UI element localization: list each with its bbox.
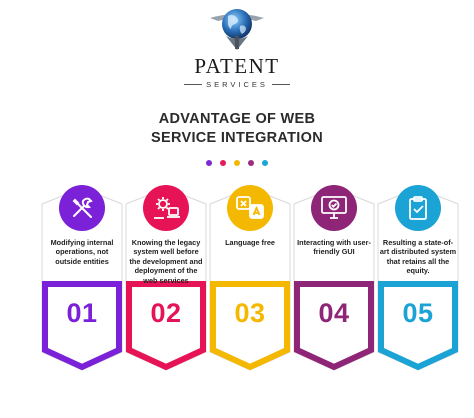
decor-dot xyxy=(262,160,268,166)
card-number-frame xyxy=(42,281,122,371)
brand-name: PATENT xyxy=(194,54,280,78)
card-description: Language free xyxy=(225,238,275,247)
card-number-frame xyxy=(378,281,458,371)
tools-icon xyxy=(59,185,105,231)
brand-logo: PATENT SERVICES xyxy=(0,6,474,89)
clipboard-check-icon xyxy=(395,185,441,231)
gear-laptop-icon xyxy=(143,185,189,231)
decor-dot xyxy=(248,160,254,166)
step-card-2: Knowing the legacy system well before th… xyxy=(124,185,208,372)
step-card-1: Modifying internal operations, not outsi… xyxy=(40,185,124,372)
card-number: 04 xyxy=(318,298,350,328)
card-number: 02 xyxy=(150,298,182,328)
brand-sub: SERVICES xyxy=(206,80,268,89)
card-description: Resulting a state-of-art distributed sys… xyxy=(379,238,457,276)
brand-sub-row: SERVICES xyxy=(0,80,474,89)
decor-dot xyxy=(220,160,226,166)
title-line-2: SERVICE INTEGRATION xyxy=(151,130,323,146)
page-title: ADVANTAGE OF WEB SERVICE INTEGRATION xyxy=(0,110,474,148)
card-number-frame xyxy=(294,281,374,371)
card-description: Knowing the legacy system well before th… xyxy=(129,238,203,285)
divider xyxy=(184,84,203,85)
step-card-5: Resulting a state-of-art distributed sys… xyxy=(376,185,460,372)
card-outline xyxy=(125,187,207,371)
title-line-1: ADVANTAGE OF WEB xyxy=(158,111,316,127)
decor-dot xyxy=(206,160,212,166)
card-number-frame xyxy=(210,281,290,371)
card-number: 03 xyxy=(234,298,266,328)
card-outline xyxy=(293,187,375,371)
step-card-3: Language free 03 xyxy=(208,185,292,372)
card-description: Interacting with user-friendly GUI xyxy=(297,238,371,257)
card-number: 05 xyxy=(402,298,434,328)
decor-dot xyxy=(234,160,240,166)
card-description: Modifying internal operations, not outsi… xyxy=(50,238,114,266)
globe-icon xyxy=(206,6,268,52)
card-number: 01 xyxy=(66,298,98,328)
card-outline xyxy=(209,187,291,371)
translate-icon xyxy=(227,185,273,231)
card-outline xyxy=(41,187,123,371)
divider xyxy=(271,84,290,85)
step-card-4: Interacting with user-friendly GUI 04 xyxy=(292,185,376,372)
monitor-check-icon xyxy=(311,185,357,231)
card-number-frame xyxy=(126,281,206,371)
dot-row xyxy=(0,160,474,166)
